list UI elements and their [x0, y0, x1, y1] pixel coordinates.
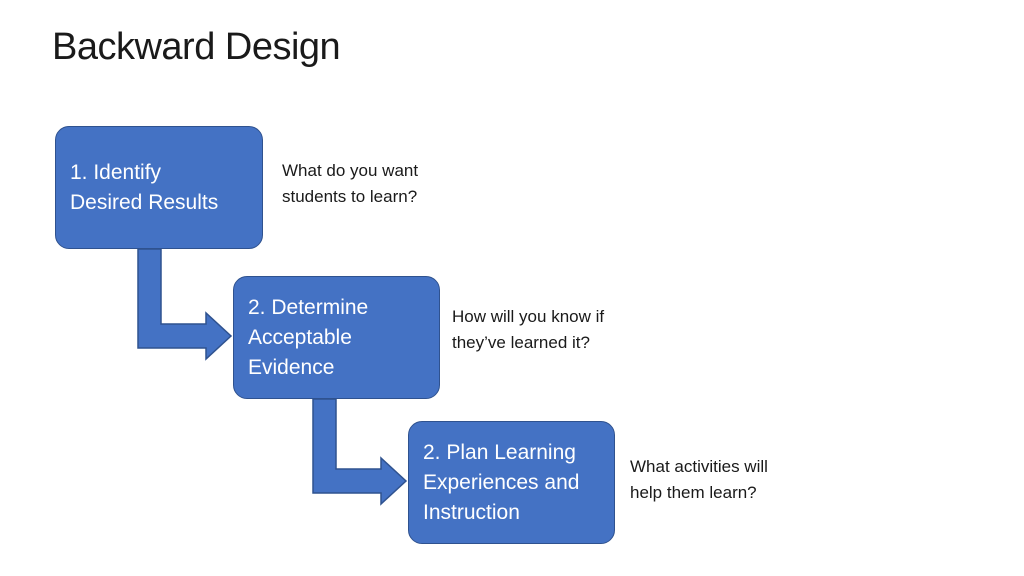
- step-determine-evidence-box: 2. Determine Acceptable Evidence: [233, 276, 440, 399]
- step-1-question: What do you want students to learn?: [282, 158, 418, 210]
- bent-arrow-icon-1: [137, 248, 233, 361]
- step-3-question-line-2: help them learn?: [630, 483, 757, 502]
- step-2-line-3: Evidence: [248, 355, 335, 379]
- step-1-question-line-2: students to learn?: [282, 187, 418, 206]
- bent-arrow-icon-2: [312, 398, 408, 506]
- slide-title: Backward Design: [52, 26, 341, 68]
- step-2-line-2: Acceptable: [248, 325, 352, 349]
- step-2-question-line-2: they’ve learned it?: [452, 333, 590, 352]
- step-3-question: What activities will help them learn?: [630, 454, 768, 506]
- step-identify-results-box: 1. Identify Desired Results: [55, 126, 263, 249]
- step-3-line-1: 2. Plan Learning: [423, 440, 576, 464]
- step-2-question-line-1: How will you know if: [452, 307, 605, 326]
- step-3-line-3: Instruction: [423, 500, 520, 524]
- step-1-question-line-1: What do you want: [282, 161, 419, 180]
- step-2-question: How will you know if they’ve learned it?: [452, 304, 604, 356]
- step-2-line-1: 2. Determine: [248, 295, 369, 319]
- step-1-line-1: 1. Identify: [70, 160, 162, 184]
- step-plan-learning-box: 2. Plan Learning Experiences and Instruc…: [408, 421, 615, 544]
- step-3-line-2: Experiences and: [423, 470, 580, 494]
- step-1-line-2: Desired Results: [70, 190, 219, 214]
- step-3-question-line-1: What activities will: [630, 457, 768, 476]
